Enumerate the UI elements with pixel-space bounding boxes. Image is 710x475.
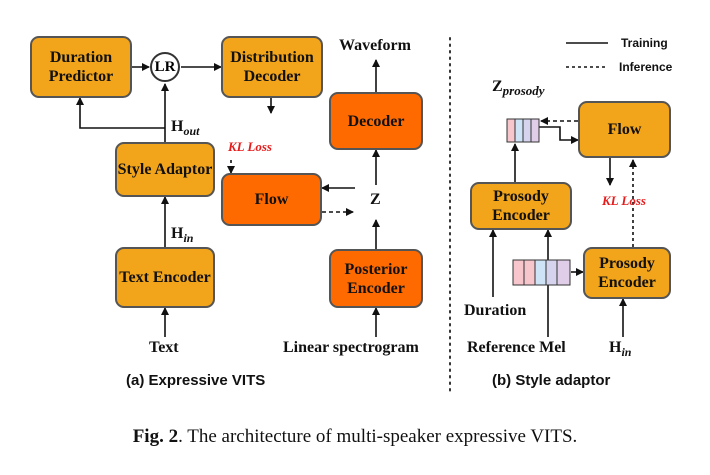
linear-spectrogram-label: Linear spectrogram <box>283 339 419 356</box>
decoder-label: Decoder <box>347 112 405 130</box>
h-in-label-b: Hin <box>609 339 632 360</box>
flow-label-a: Flow <box>254 191 289 208</box>
flow-box-b: Flow <box>578 101 671 158</box>
prosody-encoder-right-label: Prosody Encoder <box>598 255 656 291</box>
prosody-encoder-right-box: Prosody Encoder <box>583 247 671 299</box>
prosody-encoder-left-box: Prosody Encoder <box>470 182 572 230</box>
decoder-box: Decoder <box>329 92 423 150</box>
edge-tokens-to-flow <box>538 126 579 144</box>
legend-inference-label: Inference <box>619 60 673 74</box>
figure-caption-label: Fig. 2 <box>132 426 179 447</box>
z-latent-label: Z <box>370 191 381 208</box>
distribution-decoder-label: Distribution Decoder <box>230 49 314 85</box>
caption-a: (a) Expressive VITS <box>126 372 266 389</box>
length-regulator-label: LR <box>154 58 176 75</box>
text-encoder-label: Text Encoder <box>119 269 211 286</box>
text-input-label: Text <box>149 339 179 356</box>
waveform-label: Waveform <box>339 37 411 54</box>
style-adaptor-label: Style Adaptor <box>117 161 213 178</box>
length-regulator-node: LR <box>150 52 180 82</box>
figure-caption-text: . The architecture of multi-speaker expr… <box>178 426 578 447</box>
duration-predictor-box: Duration Predictor <box>30 36 132 98</box>
kl-loss-label-a: KL Loss <box>228 139 272 154</box>
style-adaptor-box: Style Adaptor <box>115 142 215 197</box>
posterior-encoder-box: Posterior Encoder <box>329 249 423 308</box>
distribution-decoder-box: Distribution Decoder <box>221 36 323 98</box>
posterior-encoder-label: Posterior Encoder <box>344 260 408 297</box>
flow-label-b: Flow <box>607 121 642 138</box>
figure-caption: Fig. 2. The architecture of multi-speake… <box>0 426 710 448</box>
h-out-label: Hout <box>171 118 200 139</box>
reference-mel-strip <box>512 259 571 286</box>
reference-mel-label: Reference Mel <box>467 339 566 356</box>
legend-training-label: Training <box>621 36 668 50</box>
caption-b: (b) Style adaptor <box>492 372 611 389</box>
duration-predictor-label: Duration Predictor <box>48 49 114 85</box>
text-encoder-box: Text Encoder <box>115 247 215 308</box>
z-prosody-label: Zprosody <box>492 78 545 99</box>
h-in-label-a: Hin <box>171 225 194 246</box>
duration-label: Duration <box>464 302 527 319</box>
edge-style-to-dp <box>76 97 165 129</box>
prosody-token-strip <box>506 118 540 143</box>
prosody-encoder-left-label: Prosody Encoder <box>492 188 550 224</box>
kl-loss-label-b: KL Loss <box>602 193 646 208</box>
flow-box-a: Flow <box>221 173 322 226</box>
